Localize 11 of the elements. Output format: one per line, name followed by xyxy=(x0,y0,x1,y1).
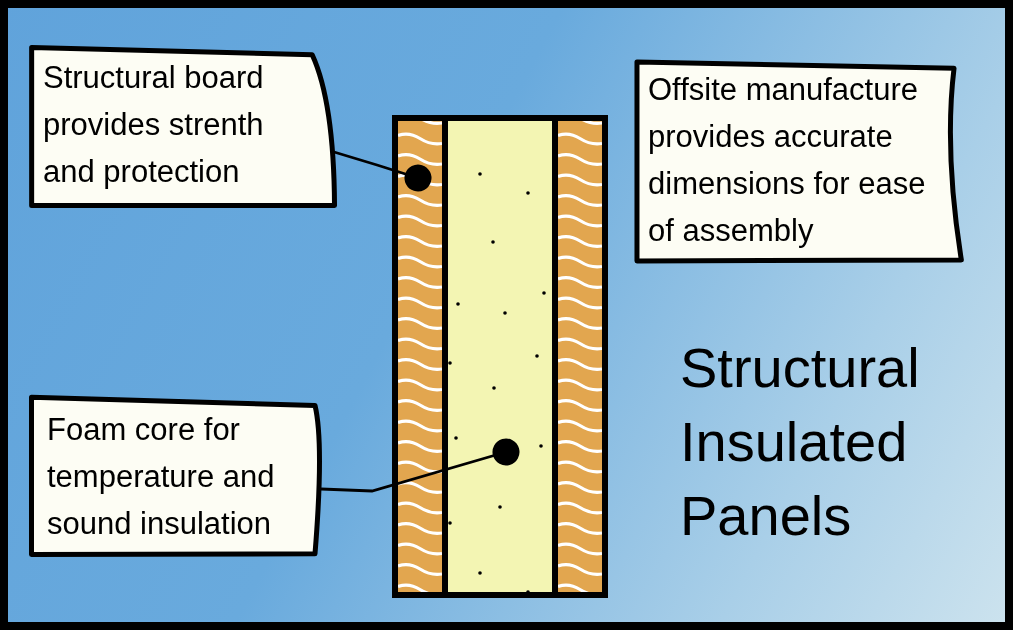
leader-line xyxy=(333,150,432,192)
title: Structural Insulated Panels xyxy=(680,335,921,549)
callout-box xyxy=(632,58,964,264)
structural-board xyxy=(552,115,608,598)
callout-text: Foam core for temperature and sound insulation xyxy=(47,411,276,543)
foam-core xyxy=(448,115,552,598)
callout-text: Structural board provides strenth and protection xyxy=(43,59,265,191)
structural-board xyxy=(392,115,448,598)
leader-line xyxy=(320,438,520,493)
callout-text: Offsite manufacture provides accurate dimensions for ease of assembly xyxy=(648,71,927,250)
callout-box xyxy=(27,45,337,208)
